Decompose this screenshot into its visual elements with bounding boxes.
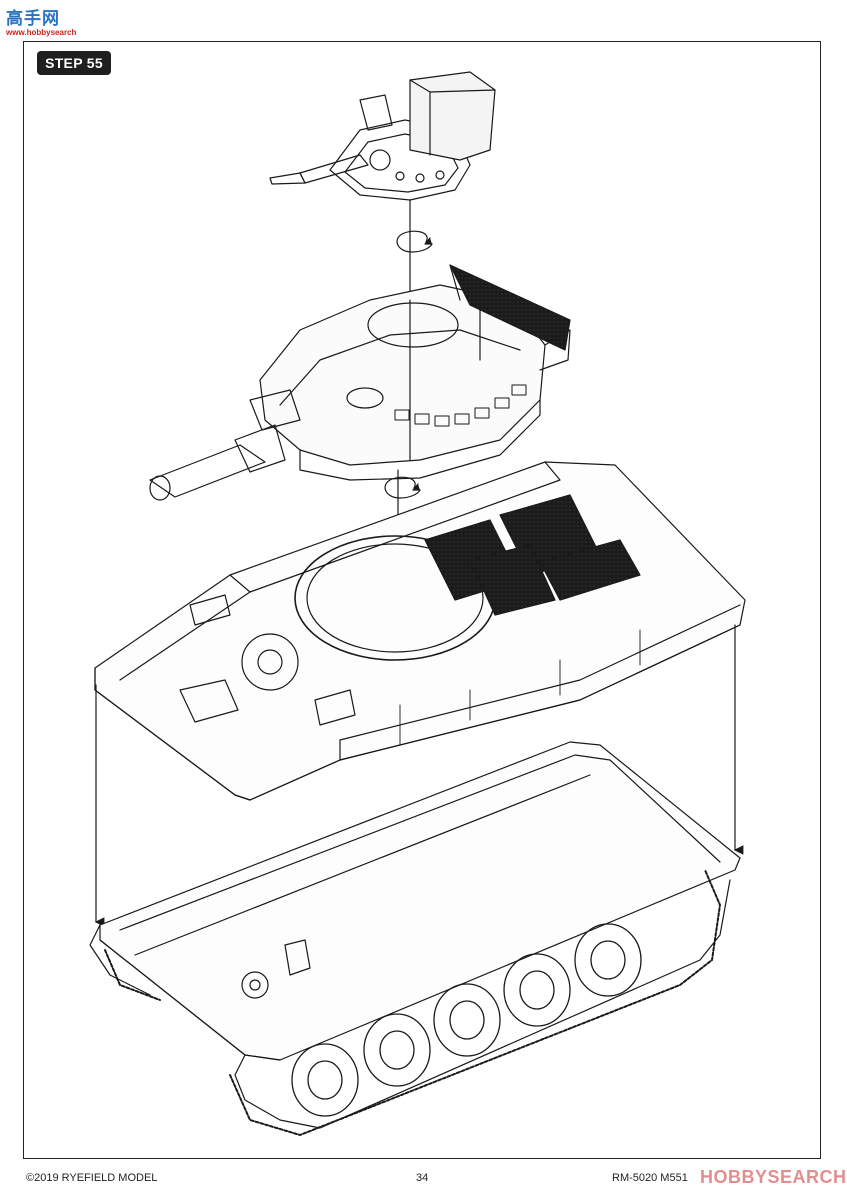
site-watermark: 高手网 www.hobbysearch <box>6 4 76 40</box>
turret <box>149 264 571 501</box>
hobbysearch-watermark: HOBBYSEARCH <box>700 1167 847 1187</box>
lower-hull-with-tracks <box>89 741 741 1136</box>
step-badge: STEP 55 <box>37 51 111 75</box>
commander-cupola <box>269 71 496 201</box>
copyright-text: ©2019 RYEFIELD MODEL <box>26 1172 158 1184</box>
page-frame <box>23 41 821 1159</box>
rotate-arrow-icon <box>396 230 433 253</box>
watermark-url: www.hobbysearch <box>6 28 77 37</box>
rotate-arrow-icon <box>384 476 421 499</box>
page-number: 34 <box>416 1172 429 1184</box>
watermark-chinese: 高手网 <box>6 9 60 29</box>
product-code: RM-5020 M551 <box>612 1172 688 1184</box>
upper-hull <box>94 461 746 801</box>
